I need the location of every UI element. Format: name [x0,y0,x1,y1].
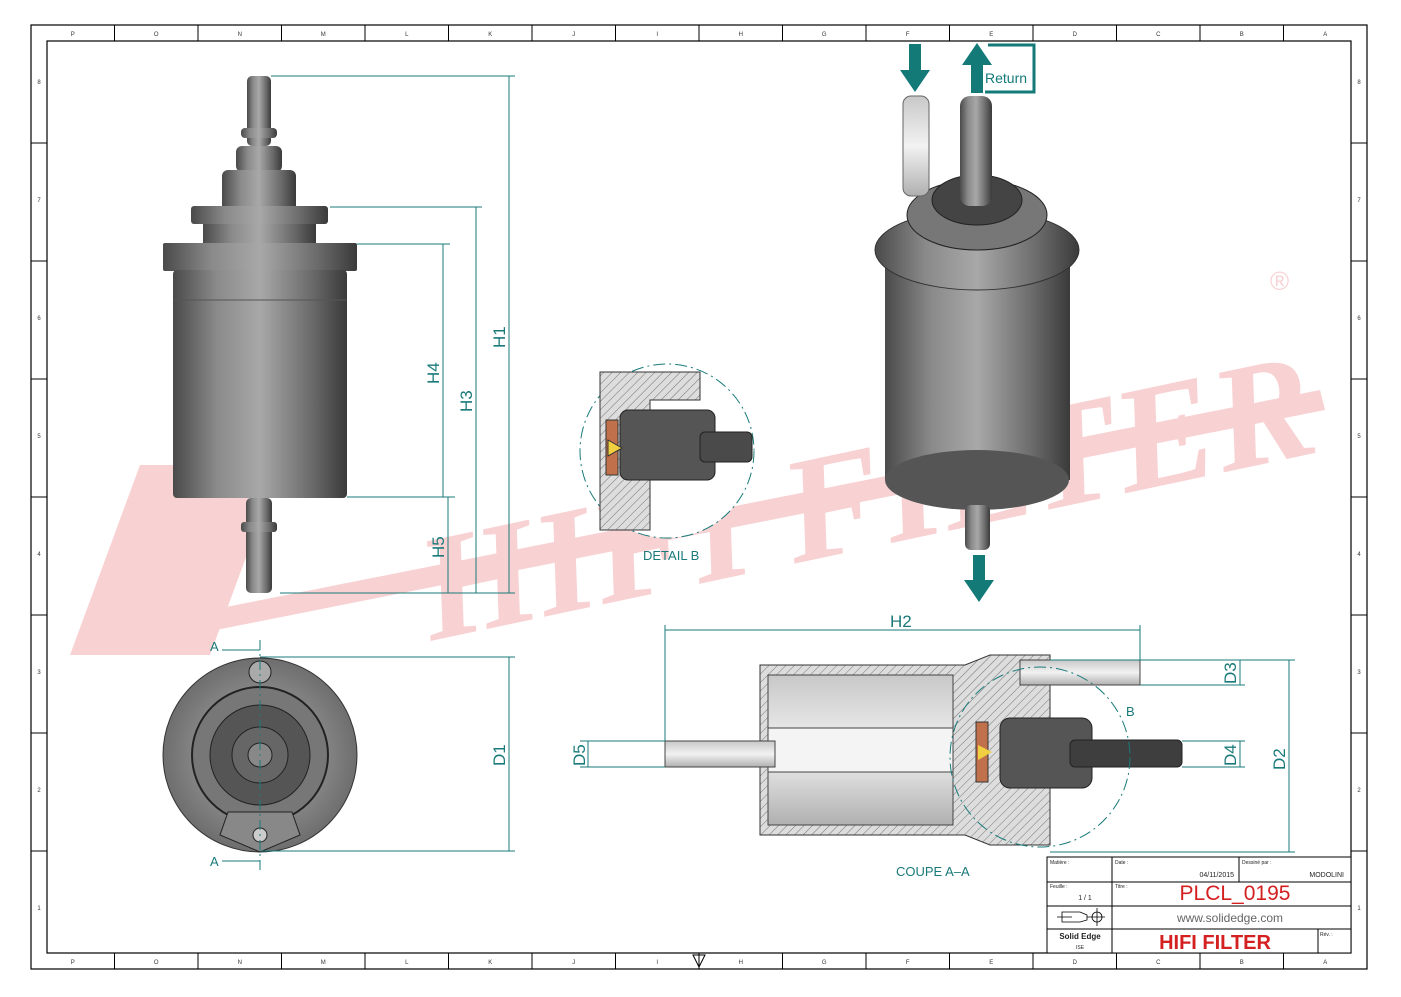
row-label: 4 [1357,552,1361,558]
dimension-d5: D5 [570,744,589,766]
zone-markers: P P O O N N M M L L K K J J I I H H G G F F E E D D C C B B A A 8 8 7 7 6 6 5 5… [31,25,1367,969]
flow-arrows [900,43,1036,602]
drawn-by-value: MODOLINI [1309,872,1344,879]
column-label: D [1073,960,1078,966]
software-sub: ISE [1076,945,1085,951]
column-label-top: C [1156,32,1161,38]
column-label-top: I [656,32,658,38]
dimension-h4: H4 [424,362,443,384]
company-name: HIFI FILTER [1159,932,1271,954]
row-label: 2 [1357,788,1361,794]
date-value: 04/11/2015 [1199,872,1234,879]
row-label-left: 4 [37,552,41,558]
column-label: O [154,960,159,966]
column-label-top: H [739,32,743,38]
column-label: G [822,960,827,966]
detail-b-view [579,363,755,539]
column-label-top: L [405,32,409,38]
title-block [1046,856,1352,954]
drawing-title: PLCL_0195 [1180,882,1291,905]
row-label: 7 [1357,198,1361,204]
section-label-a-top: A [210,639,219,654]
column-label-top: G [822,32,827,38]
column-label-top: M [321,32,326,38]
column-label: P [71,960,75,966]
column-label-top: D [1073,32,1078,38]
section-dimensions [580,625,1295,853]
section-view [664,654,1183,848]
row-label: 3 [1357,670,1361,676]
column-label-top: K [488,32,492,38]
column-label: L [405,960,409,966]
row-label-left: 1 [37,906,41,912]
column-label: A [1323,960,1327,966]
dimension-d3: D3 [1221,662,1240,684]
sheet-value: 1 / 1 [1078,895,1092,902]
material-label: Matière : [1050,860,1069,866]
row-label-left: 8 [37,80,41,86]
column-label: E [989,960,993,966]
dimension-h2: H2 [890,612,912,631]
return-label: Return [985,70,1027,86]
column-label: K [488,960,492,966]
column-label-top: O [154,32,159,38]
column-label-top: A [1323,32,1327,38]
return-arrow-icon [962,43,992,93]
column-label: H [739,960,743,966]
row-label: 6 [1357,316,1361,322]
column-label-top: P [71,32,75,38]
front-view [163,76,357,593]
inlet-arrow-icon [900,44,930,92]
dimension-h1: H1 [490,326,509,348]
column-label: J [572,960,575,966]
row-label-left: 7 [37,198,41,204]
section-view-label: COUPE A–A [896,864,970,879]
revision-label: Rév. : [1320,932,1333,938]
website: www.solidedge.com [1176,911,1283,925]
front-dimensions [271,75,515,594]
watermark-text: HIFI FILTER [402,321,1329,673]
drawn-by-label: Dessiné par : [1242,860,1271,866]
row-label-left: 2 [37,788,41,794]
column-label: I [656,960,658,966]
date-label: Date : [1115,860,1128,866]
isometric-view [874,95,1080,550]
row-label-left: 6 [37,316,41,322]
software-name: Solid Edge [1059,932,1101,941]
sheet-label: Feuille : [1050,884,1068,890]
detail-marker-b: B [1126,704,1135,719]
column-label-top: J [572,32,575,38]
row-label-left: 3 [37,670,41,676]
outlet-arrow-icon [964,555,994,602]
column-label-top: F [906,32,910,38]
detail-b-label: DETAIL B [643,548,699,563]
column-label: F [906,960,910,966]
dimension-h3: H3 [457,390,476,412]
column-label-top: N [238,32,242,38]
column-label: M [321,960,326,966]
dimension-h5: H5 [429,536,448,558]
column-label: C [1156,960,1161,966]
row-label: 5 [1357,434,1361,440]
dimension-d1: D1 [490,744,509,766]
column-label-top: E [989,32,993,38]
column-label-top: B [1240,32,1244,38]
registered-mark: ® [1270,266,1289,296]
center-mark-icon [692,954,706,969]
top-view-dimensions [222,640,515,870]
row-label: 8 [1357,80,1361,86]
title-label: Titre : [1115,884,1128,890]
section-label-a-bottom: A [210,854,219,869]
dimension-d2: D2 [1270,748,1289,770]
column-label: B [1240,960,1244,966]
row-label-left: 5 [37,434,41,440]
dimension-d4: D4 [1221,744,1240,766]
column-label: N [238,960,242,966]
row-label: 1 [1357,906,1361,912]
